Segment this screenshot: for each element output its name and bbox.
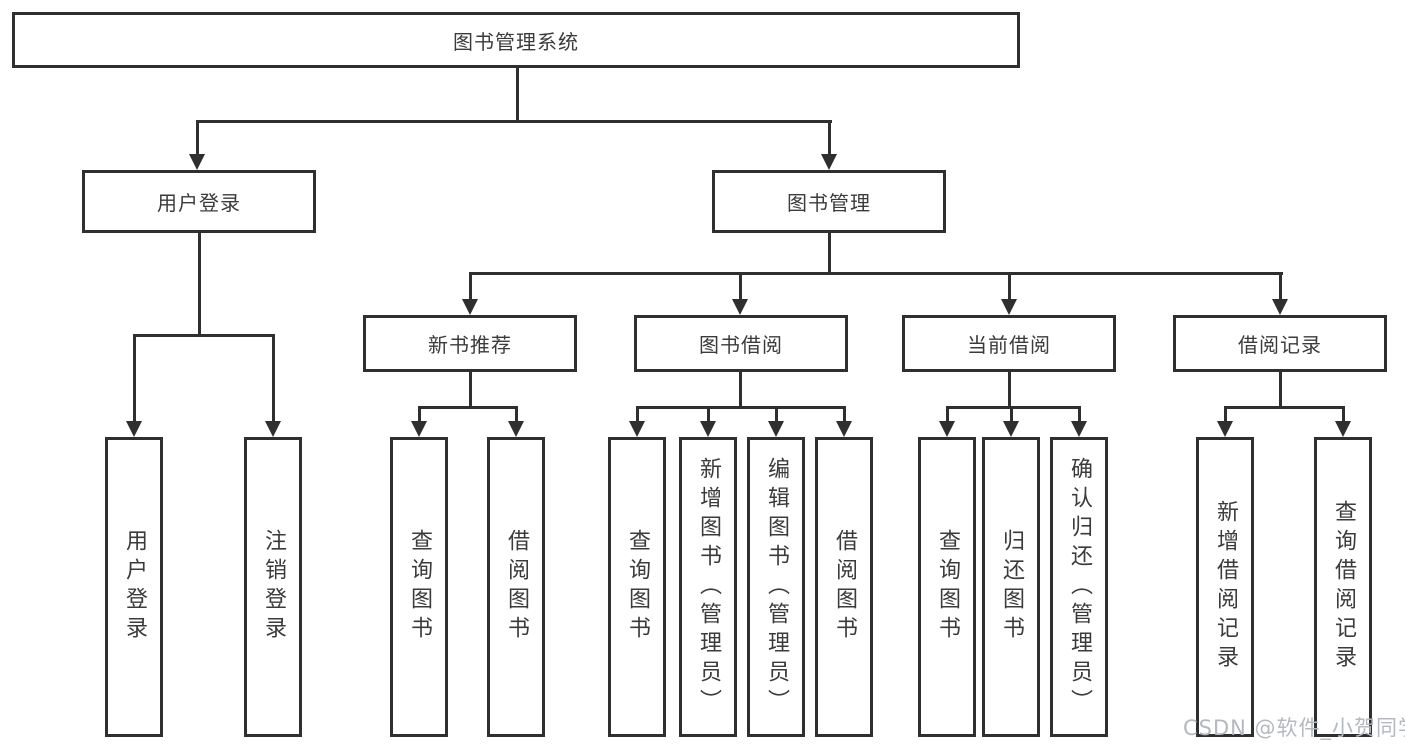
connector-to-current-borrow [1008, 272, 1011, 301]
connector-leaf-stub [1342, 406, 1345, 423]
leaf-logout: 注销登录 [244, 437, 302, 737]
connector-leaf-stub [775, 406, 778, 423]
connector-current-rail [946, 406, 1080, 409]
leaf-query-books-borrowing: 查询图书 [608, 437, 666, 737]
arrowhead-down-icon [1001, 299, 1017, 315]
node-book-management: 图书管理 [712, 170, 946, 233]
connector-leaf-stub [1078, 406, 1081, 423]
connector-leaf-stub [843, 406, 846, 423]
leaf-borrow-books-recommend: 借阅图书 [487, 437, 545, 737]
connector-userlogin-stem [198, 233, 201, 337]
connector-bookmgmt-rail [469, 272, 1283, 275]
leaf-user-login: 用户登录 [105, 437, 163, 737]
connector-leaf-stub [636, 406, 639, 423]
arrowhead-down-icon [836, 421, 852, 437]
arrowhead-down-icon [768, 421, 784, 437]
connector-to-book-mgmt [828, 120, 831, 156]
arrowhead-down-icon [939, 421, 955, 437]
connector-borrowing-stem [739, 372, 742, 409]
leaf-confirm-return-admin: 确认归还（管理员） [1050, 437, 1108, 737]
arrowhead-down-icon [1272, 299, 1288, 315]
connector-bookmgmt-stem [828, 233, 831, 275]
connector-records-rail [1224, 406, 1345, 409]
connector-leaf-stub [1224, 406, 1227, 423]
arrowhead-down-icon [265, 421, 281, 437]
leaf-add-borrow-record: 新增借阅记录 [1196, 437, 1254, 737]
connector-leaf-stub [1010, 406, 1013, 423]
leaf-edit-books-admin: 编辑图书（管理员） [747, 437, 805, 737]
arrowhead-down-icon [821, 154, 837, 170]
leaf-add-books-admin: 新增图书（管理员） [679, 437, 737, 737]
leaf-borrow-books: 借阅图书 [815, 437, 873, 737]
arrowhead-down-icon [508, 421, 524, 437]
arrowhead-down-icon [629, 421, 645, 437]
connector-newbook-stem [469, 372, 472, 409]
connector-to-book-borrow [739, 272, 742, 301]
leaf-query-books-recommend: 查询图书 [390, 437, 448, 737]
connector-leaf-stub [515, 406, 518, 423]
arrowhead-down-icon [1071, 421, 1087, 437]
connector-newbook-rail [418, 406, 518, 409]
node-root-library-system: 图书管理系统 [12, 12, 1020, 68]
connector-root-stem [516, 68, 519, 120]
connector-leaf-stub [707, 406, 710, 423]
node-book-borrowing: 图书借阅 [634, 315, 848, 372]
connector-leaf-stub [946, 406, 949, 423]
arrowhead-down-icon [732, 299, 748, 315]
connector-records-stem [1279, 372, 1282, 409]
connector-to-user-login [196, 120, 199, 156]
connector-to-logout-leaf [272, 334, 275, 423]
arrowhead-down-icon [462, 299, 478, 315]
node-new-book-recommend: 新书推荐 [363, 315, 577, 372]
leaf-query-borrow-record: 查询借阅记录 [1314, 437, 1372, 737]
connector-to-borrow-records [1279, 272, 1282, 301]
arrowhead-down-icon [189, 154, 205, 170]
leaf-return-books: 归还图书 [982, 437, 1040, 737]
connector-leaf-stub [418, 406, 421, 423]
node-borrowing-records: 借阅记录 [1173, 315, 1387, 372]
node-user-login: 用户登录 [82, 170, 316, 233]
arrowhead-down-icon [1003, 421, 1019, 437]
connector-userlogin-rail [133, 334, 275, 337]
arrowhead-down-icon [1217, 421, 1233, 437]
node-current-borrowing: 当前借阅 [902, 315, 1116, 372]
arrowhead-down-icon [411, 421, 427, 437]
connector-root-rail [196, 120, 832, 123]
connector-current-stem [1008, 372, 1011, 409]
leaf-query-books-current: 查询图书 [918, 437, 976, 737]
connector-borrowing-rail [636, 406, 846, 409]
csdn-watermark: CSDN @软件_小贺同学 [1183, 716, 1405, 740]
arrowhead-down-icon [1335, 421, 1351, 437]
arrowhead-down-icon [126, 421, 142, 437]
connector-to-login-leaf [133, 334, 136, 423]
arrowhead-down-icon [700, 421, 716, 437]
connector-to-new-books [469, 272, 472, 301]
